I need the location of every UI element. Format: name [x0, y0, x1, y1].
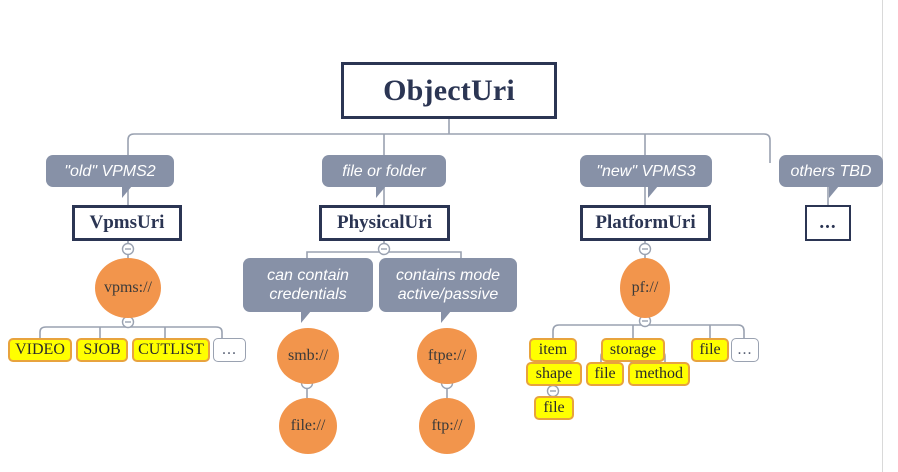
leaf-label: item — [538, 341, 568, 358]
class-node-others[interactable]: ... — [805, 205, 851, 241]
scheme-node-smb[interactable]: smb:// — [277, 328, 339, 384]
scheme-label: ftp:// — [431, 417, 463, 434]
note-line-1: can contain — [267, 267, 349, 284]
leaf-node-cutlist[interactable]: CUTLIST — [132, 338, 210, 362]
note-contains-mode-active-passive: contains mode active/passive — [379, 258, 517, 323]
leaf-label: VIDEO — [15, 341, 65, 358]
scheme-label: file:// — [290, 417, 326, 434]
note-others-tbd: others TBD — [779, 155, 883, 198]
leaf-label: ... — [737, 341, 753, 358]
leaf-label: file — [594, 365, 616, 382]
leaf-node-method[interactable]: method — [628, 362, 690, 386]
note-line-2: active/passive — [397, 286, 499, 303]
note-label: file or folder — [342, 162, 426, 180]
callout-tail — [648, 186, 661, 198]
scheme-node-vpms[interactable]: vpms:// — [95, 258, 161, 318]
callout-tail — [122, 186, 135, 198]
leaf-label: ... — [222, 341, 237, 358]
leaf-label: method — [635, 365, 683, 382]
class-node-physicaluri[interactable]: PhysicalUri — [319, 205, 450, 241]
scheme-label: smb:// — [287, 347, 328, 364]
leaf-label: file — [699, 341, 721, 358]
leaf-node-vpms-more[interactable]: ... — [213, 338, 246, 362]
scheme-label: vpms:// — [103, 279, 152, 296]
leaf-node-video[interactable]: VIDEO — [8, 338, 72, 362]
scheme-label: pf:// — [631, 279, 659, 296]
note-line-1: contains mode — [395, 267, 501, 284]
leaf-node-pf-more[interactable]: ... — [731, 338, 759, 362]
scheme-label: ftpe:// — [427, 347, 467, 364]
leaf-node-storage[interactable]: storage — [601, 338, 665, 362]
class-node-vpmsuri[interactable]: VpmsUri — [72, 205, 182, 241]
note-old-vpms2: "old" VPMS2 — [46, 155, 174, 198]
callout-tail — [301, 311, 314, 323]
leaf-node-sjob[interactable]: SJOB — [76, 338, 128, 362]
class-label: ObjectUri — [383, 73, 515, 107]
note-label: "new" VPMS3 — [596, 162, 696, 180]
note-line-2: credentials — [269, 286, 347, 303]
leaf-node-file-pf[interactable]: file — [691, 338, 729, 362]
leaf-label: file — [543, 399, 565, 416]
leaf-node-shape[interactable]: shape — [526, 362, 582, 386]
leaf-node-file-storage[interactable]: file — [586, 362, 624, 386]
callout-tail — [376, 186, 389, 198]
class-label: VpmsUri — [89, 212, 165, 233]
class-node-objecturi[interactable]: ObjectUri — [341, 62, 557, 119]
note-label: others TBD — [790, 162, 872, 180]
page-divider — [882, 0, 883, 472]
leaf-label: CUTLIST — [138, 341, 204, 358]
class-label: PlatformUri — [595, 212, 696, 233]
leaf-node-file-shape[interactable]: file — [534, 396, 574, 420]
note-label: "old" VPMS2 — [64, 162, 156, 180]
class-node-platformuri[interactable]: PlatformUri — [580, 205, 711, 241]
leaf-node-item[interactable]: item — [529, 338, 577, 362]
class-label: ... — [819, 212, 837, 233]
leaf-label: SJOB — [83, 341, 121, 358]
scheme-node-ftpe[interactable]: ftpe:// — [417, 328, 477, 384]
leaf-label: storage — [609, 341, 657, 358]
note-file-or-folder: file or folder — [322, 155, 446, 198]
callout-tail — [829, 186, 842, 198]
class-label: PhysicalUri — [337, 212, 432, 233]
callout-tail — [441, 311, 454, 323]
note-new-vpms3: "new" VPMS3 — [580, 155, 712, 198]
leaf-label: shape — [535, 365, 573, 382]
scheme-node-pf[interactable]: pf:// — [620, 258, 670, 318]
scheme-node-ftp[interactable]: ftp:// — [419, 398, 475, 454]
note-can-contain-credentials: can contain credentials — [243, 258, 373, 323]
scheme-node-file-smb[interactable]: file:// — [279, 398, 337, 454]
